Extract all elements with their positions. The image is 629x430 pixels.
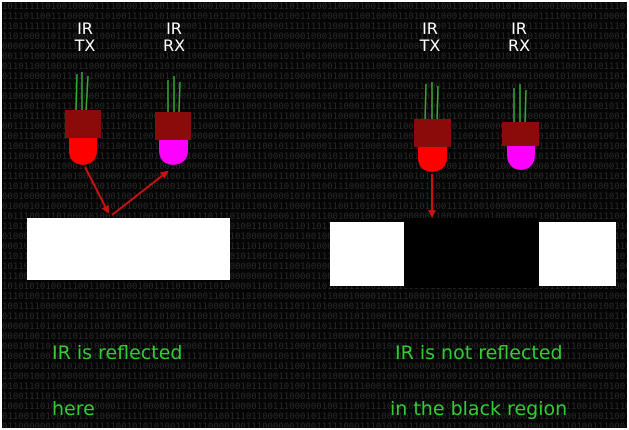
left-rx-label-line1: IR <box>166 19 182 38</box>
right-tx-label-line1: IR <box>422 19 438 38</box>
left-tx-label-line2: TX <box>74 36 96 55</box>
right-ir-rx-led <box>502 84 539 170</box>
left-caption-line1: IR is reflected <box>52 342 183 364</box>
right-rx-label: IR RX <box>499 20 539 54</box>
right-white-surface-left <box>330 222 408 286</box>
left-caption-line2: here <box>52 398 95 420</box>
left-white-surface <box>27 218 230 280</box>
right-black-region <box>404 218 540 288</box>
right-ir-tx-led <box>414 82 451 172</box>
left-reflected-beam <box>111 170 169 216</box>
right-tx-label: IR TX <box>410 20 450 54</box>
right-caption-line1: IR is not reflected <box>395 342 563 364</box>
right-rx-label-line1: IR <box>511 19 527 38</box>
right-caption-line2: in the black region <box>390 398 568 420</box>
left-emitted-beam <box>84 166 109 214</box>
left-ir-rx-led <box>155 76 191 165</box>
left-rx-label: IR RX <box>154 20 194 54</box>
left-tx-label-line1: IR <box>77 19 93 38</box>
left-tx-label: IR TX <box>65 20 105 54</box>
left-rx-label-line2: RX <box>162 36 186 55</box>
right-white-surface-right <box>539 222 616 286</box>
right-tx-label-line2: TX <box>419 36 441 55</box>
right-rx-label-line2: RX <box>507 36 531 55</box>
left-ir-tx-led <box>65 72 101 165</box>
